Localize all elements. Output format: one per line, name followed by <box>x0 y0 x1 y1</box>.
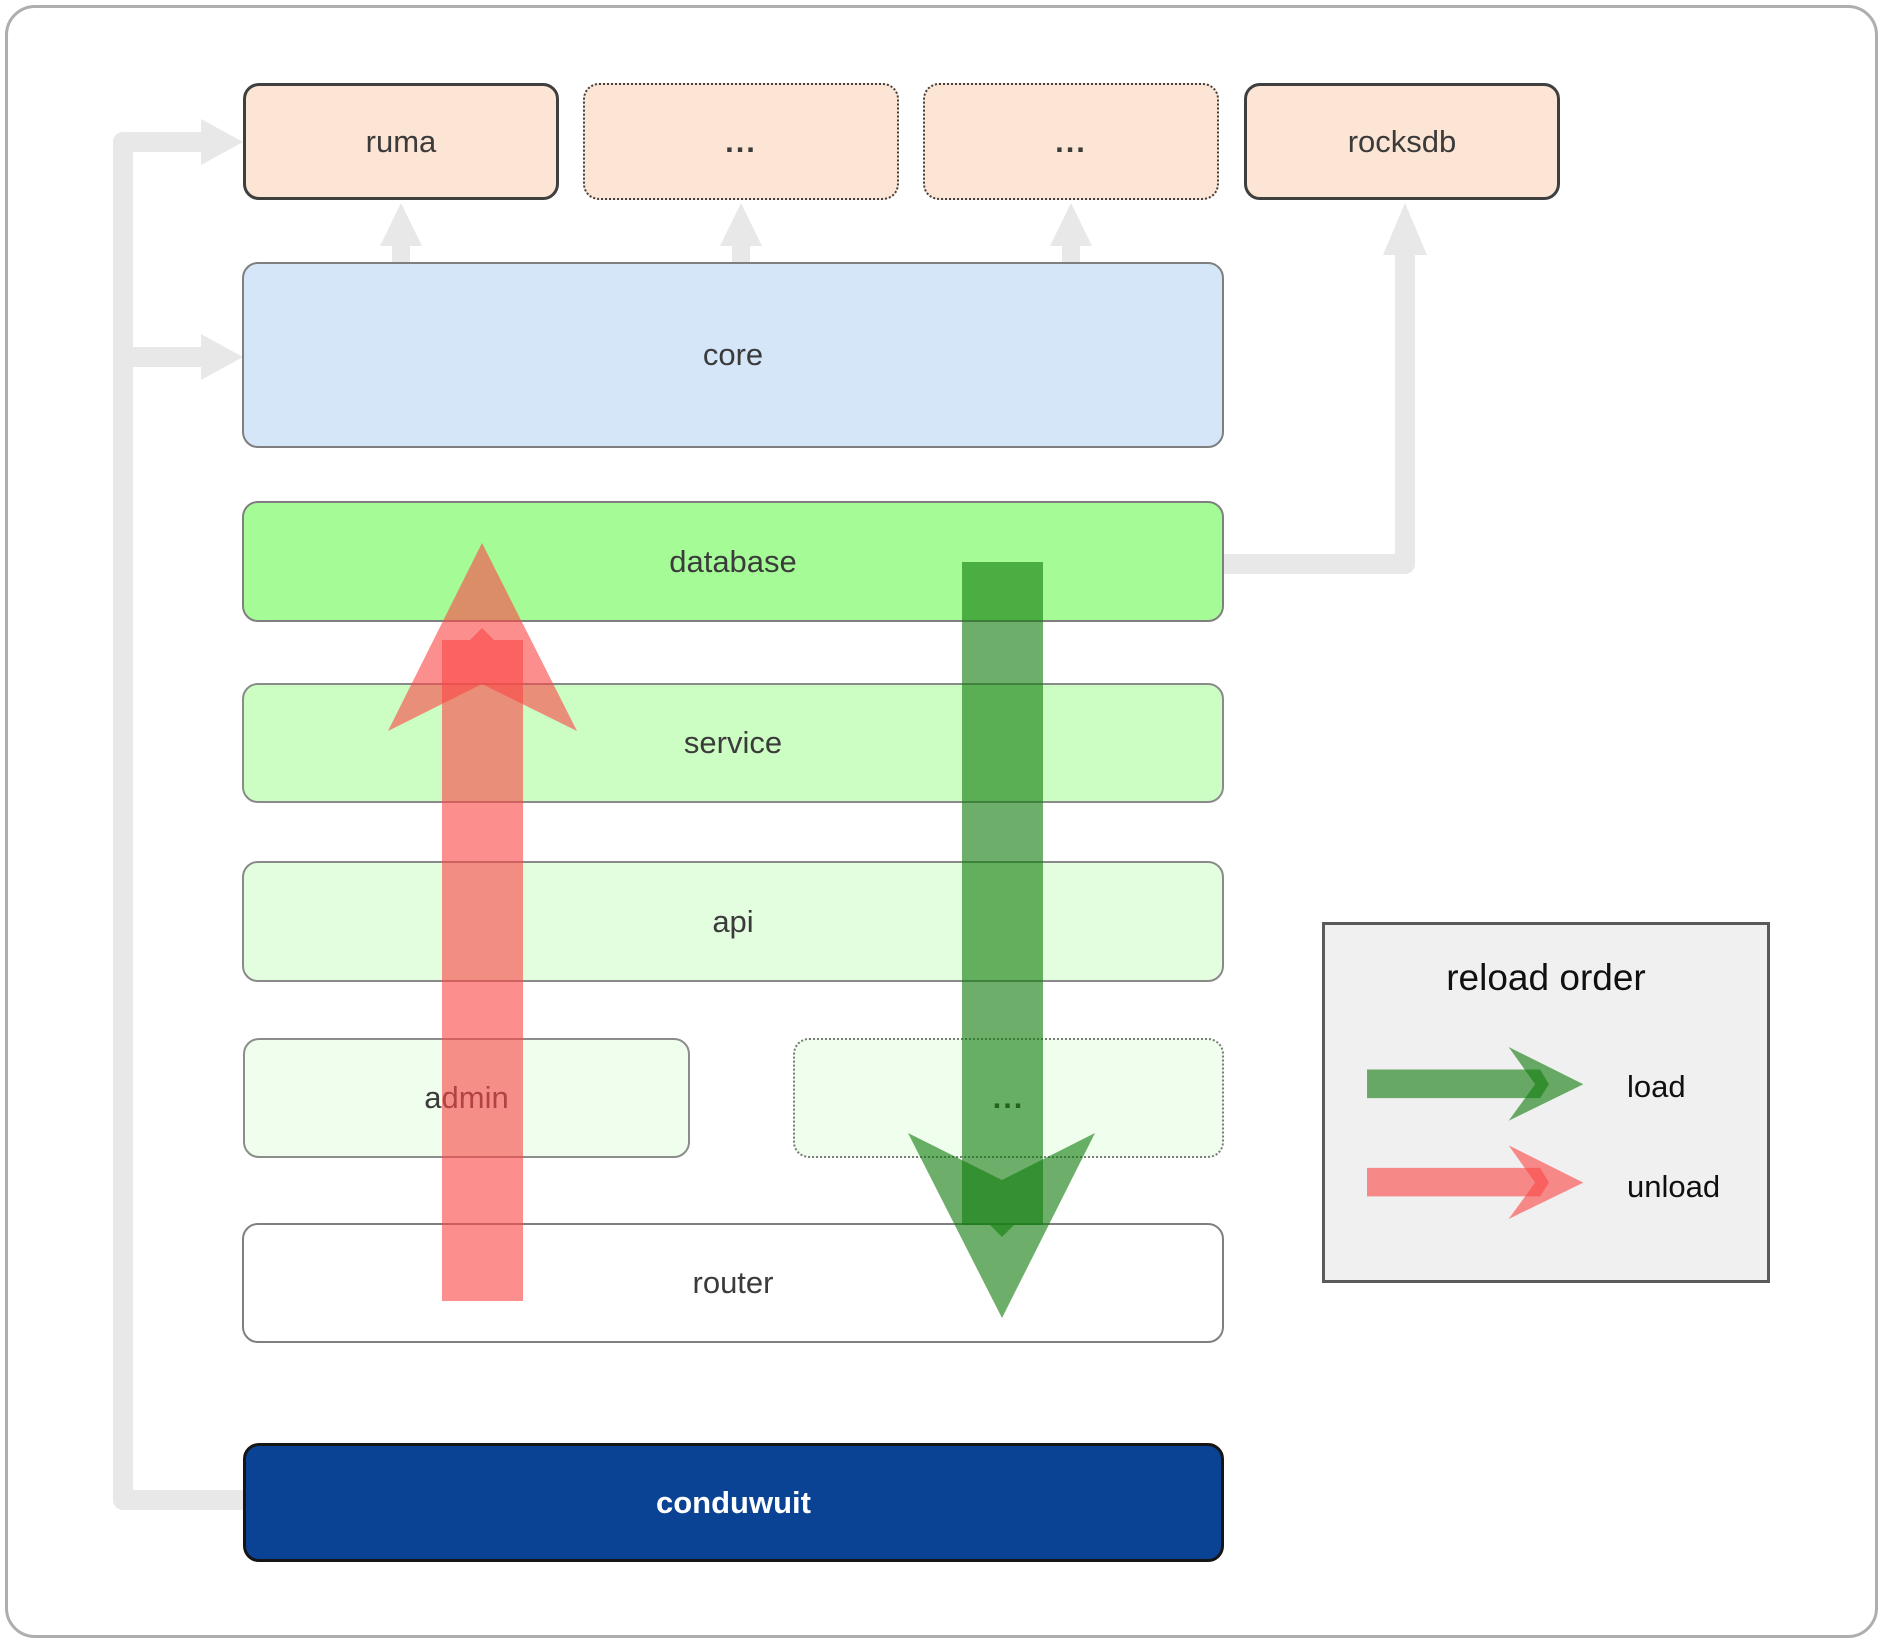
core-to-ruma-arrow-icon <box>380 203 422 263</box>
legend-unload-label: unload <box>1627 1169 1721 1204</box>
box-ellipsis-row5: ... <box>793 1038 1224 1158</box>
core-to-ellipsis1-arrow-icon <box>720 203 762 263</box>
box-ellipsis-row5-label: ... <box>992 1080 1025 1115</box>
box-rocksdb-label: rocksdb <box>1347 123 1457 159</box>
box-ruma-label: ruma <box>365 123 437 159</box>
database-to-rocksdb-connector <box>1224 253 1415 574</box>
box-ellipsis-top-2-label: ... <box>1055 123 1087 159</box>
box-conduwuit-label: conduwuit <box>656 1484 811 1520</box>
outer-frame <box>5 5 1878 1638</box>
box-admin: admin <box>243 1038 690 1158</box>
legend-load-arrow-body <box>1367 1069 1549 1099</box>
legend-load-label: load <box>1627 1069 1686 1104</box>
legend: reload order load unload <box>1322 922 1770 1283</box>
arrowhead-into-core-icon <box>201 334 243 380</box>
box-core-label: core <box>702 337 764 372</box>
box-api-label: api <box>712 903 754 939</box>
box-admin-label: admin <box>424 1080 509 1115</box>
box-ellipsis-top-2: ... <box>923 83 1219 200</box>
legend-arrows <box>1367 1046 1584 1220</box>
conduwuit-to-top-connector <box>113 132 243 1510</box>
box-rocksdb: rocksdb <box>1244 83 1560 200</box>
box-core: core <box>242 262 1224 448</box>
box-conduwuit: conduwuit <box>243 1443 1224 1562</box>
box-router: router <box>242 1223 1224 1343</box>
box-database-label: database <box>669 543 797 579</box>
arrowhead-into-ruma-icon <box>201 119 243 165</box>
box-ruma: ruma <box>243 83 559 200</box>
box-service-label: service <box>683 725 783 760</box>
legend-load-arrow-head-icon <box>1508 1046 1584 1121</box>
legend-unload-arrow-head-icon <box>1508 1145 1584 1220</box>
box-database: database <box>242 501 1224 622</box>
box-api: api <box>242 861 1224 982</box>
legend-unload-arrow-body <box>1367 1167 1549 1197</box>
box-ellipsis-top-1-label: ... <box>725 123 757 159</box>
box-router-label: router <box>692 1265 774 1300</box>
arrowhead-into-rocksdb-icon <box>1383 203 1427 255</box>
box-ellipsis-top-1: ... <box>583 83 899 200</box>
legend-title: reload order <box>1446 957 1646 998</box>
core-to-ellipsis2-arrow-icon <box>1050 203 1092 263</box>
box-service: service <box>242 683 1224 803</box>
